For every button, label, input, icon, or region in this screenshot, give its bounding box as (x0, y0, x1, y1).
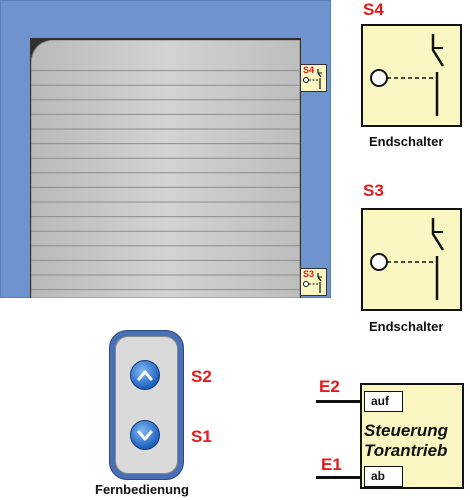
input-e2-label: E2 (319, 377, 340, 396)
limit-switch-s4-caption: Endschalter (369, 134, 444, 149)
chevron-down-icon (137, 430, 153, 441)
wall-switch-bottom-label: S3 (303, 269, 315, 279)
limit-switch-symbol-icon (370, 218, 445, 300)
remote-down-label: S1 (191, 427, 212, 446)
wall-switch-top: S4 (300, 64, 327, 92)
input-e1-label: E1 (321, 455, 342, 474)
limit-switch-s4-title: S4 (363, 0, 384, 19)
limit-switch-s3-title: S3 (363, 181, 384, 200)
limit-switch-s3-box (361, 208, 462, 311)
limit-switch-symbol-icon (303, 273, 322, 293)
remote-up-button[interactable] (130, 360, 160, 390)
port-auf: auf (364, 391, 403, 412)
remote-caption: Fernbedienung (95, 482, 189, 497)
port-ab: ab (364, 466, 403, 487)
limit-switch-symbol-icon (370, 34, 445, 116)
remote-down-button[interactable] (130, 420, 160, 450)
wall-switch-bottom: S3 (300, 268, 327, 296)
rolling-door (31, 40, 300, 298)
controller-title-line1: Steuerung (364, 421, 449, 440)
controller-title: Steuerung Torantrieb (364, 421, 464, 461)
wall-switch-top-label: S4 (303, 65, 315, 75)
controller-title-line2: Torantrieb (364, 441, 448, 460)
limit-switch-symbol-icon (303, 69, 322, 89)
remote-up-label: S2 (191, 367, 212, 386)
input-e1-wire (316, 476, 364, 479)
limit-switch-s4-box (361, 24, 462, 127)
input-e2-wire (316, 400, 364, 403)
chevron-up-icon (137, 370, 153, 381)
limit-switch-s3-caption: Endschalter (369, 319, 444, 334)
remote-control-face (115, 336, 178, 474)
